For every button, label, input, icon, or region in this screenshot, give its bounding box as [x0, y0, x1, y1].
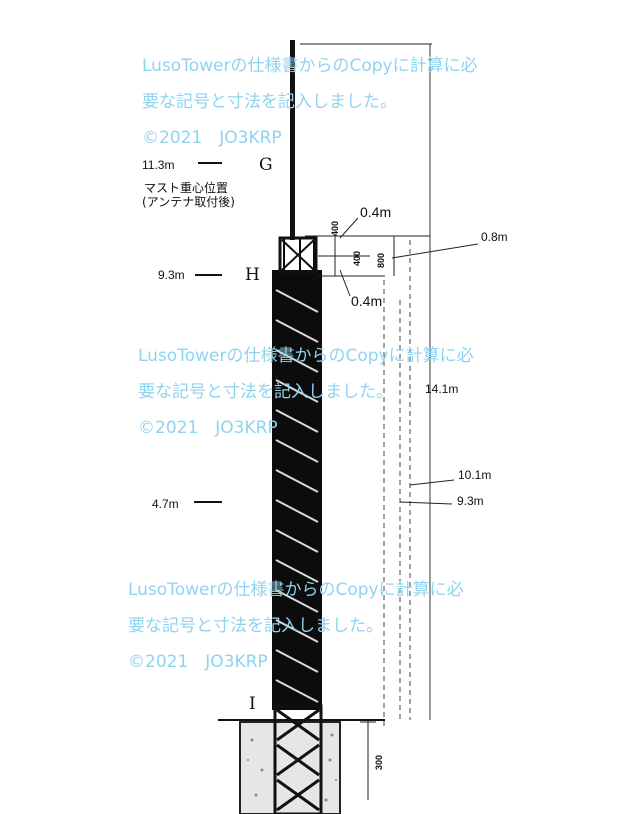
- cg-note-line1: マスト重心位置: [144, 181, 229, 195]
- point-g-label: G: [259, 155, 273, 175]
- mast: [290, 40, 295, 240]
- concrete-texture: [247, 733, 337, 802]
- height-h: 9.3m: [158, 268, 185, 282]
- top-bracket-dims: [305, 217, 479, 297]
- height-g: 11.3m: [142, 158, 175, 172]
- dim-800: 800: [376, 252, 386, 268]
- height-mid: 4.7m: [152, 497, 179, 511]
- dim-lines: [383, 240, 411, 730]
- cg-note-line2: (アンテナ取付後): [142, 195, 235, 209]
- dim-h-level: 9.3m: [457, 494, 484, 508]
- dim-400a: 400: [330, 220, 340, 236]
- tower-body: [272, 236, 322, 710]
- height-arrows: [194, 162, 222, 503]
- dim-total: 14.1m: [425, 382, 459, 396]
- dim-rotator: 0.8m: [481, 230, 508, 244]
- dim-lower-gap: 0.4m: [351, 293, 383, 309]
- dim-tower-top: 10.1m: [458, 468, 492, 482]
- point-h-label: H: [245, 265, 260, 285]
- point-i-label: I: [249, 694, 256, 714]
- dim-400b: 400: [352, 250, 362, 266]
- leader-10-1: [409, 479, 455, 486]
- dim-300: 300: [374, 754, 384, 770]
- dim-top-gap: 0.4m: [360, 204, 392, 220]
- leader-9-3: [399, 501, 453, 505]
- base-section: [273, 704, 323, 814]
- foundation: [239, 721, 341, 814]
